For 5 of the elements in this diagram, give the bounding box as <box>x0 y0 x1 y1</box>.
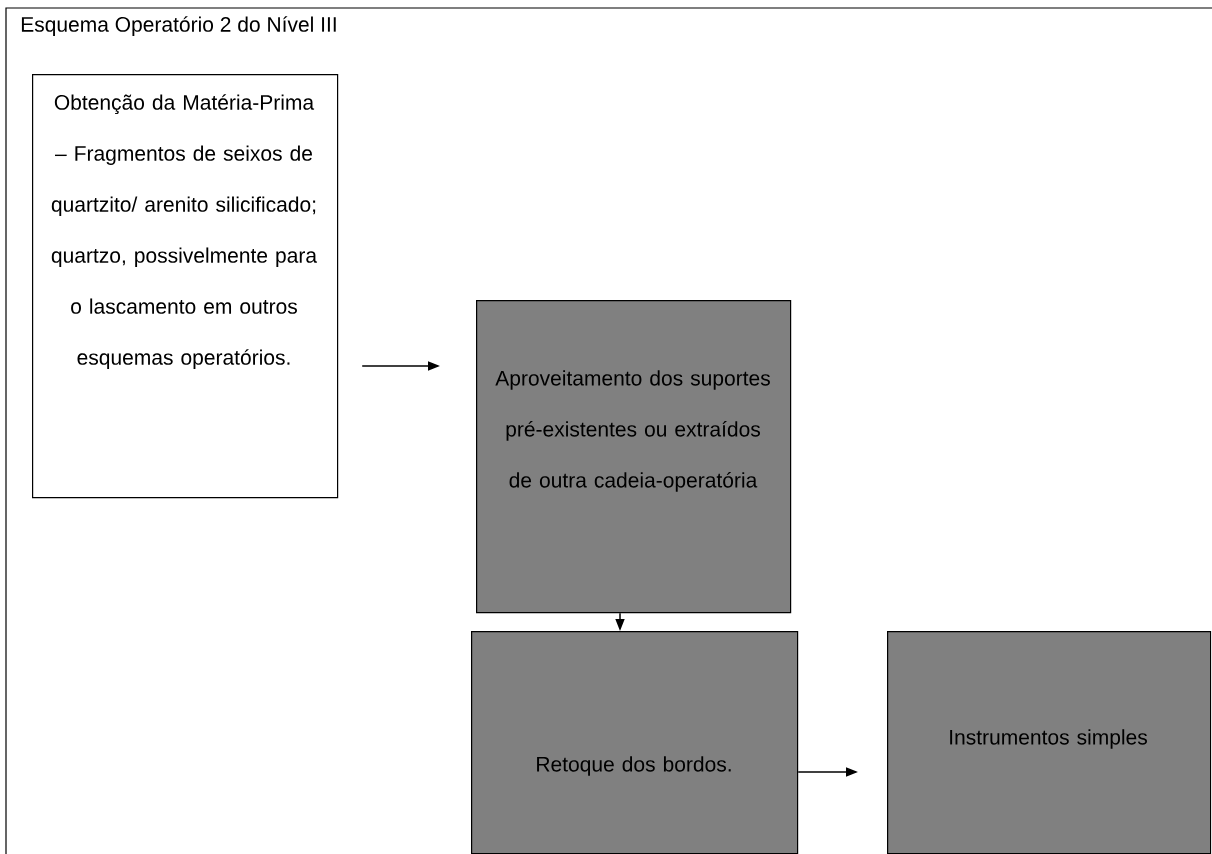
process-box: Retoque dos bordos. <box>471 631 799 854</box>
title: Esquema Operatório 2 do Nível III <box>21 16 336 36</box>
process-box: Obtenção da Matéria-Prima – Fragmentos de seixos de quartzito/ arenito silicificado; quartzo, possivelmente para o lascamento em outros esquemas operatórios. <box>32 74 339 499</box>
process-box: Aproveitamento dos suportes pré-existentes ou extraídos de outra cadeia-operatória <box>476 300 792 614</box>
process-box: Instrumentos simples <box>887 631 1212 854</box>
